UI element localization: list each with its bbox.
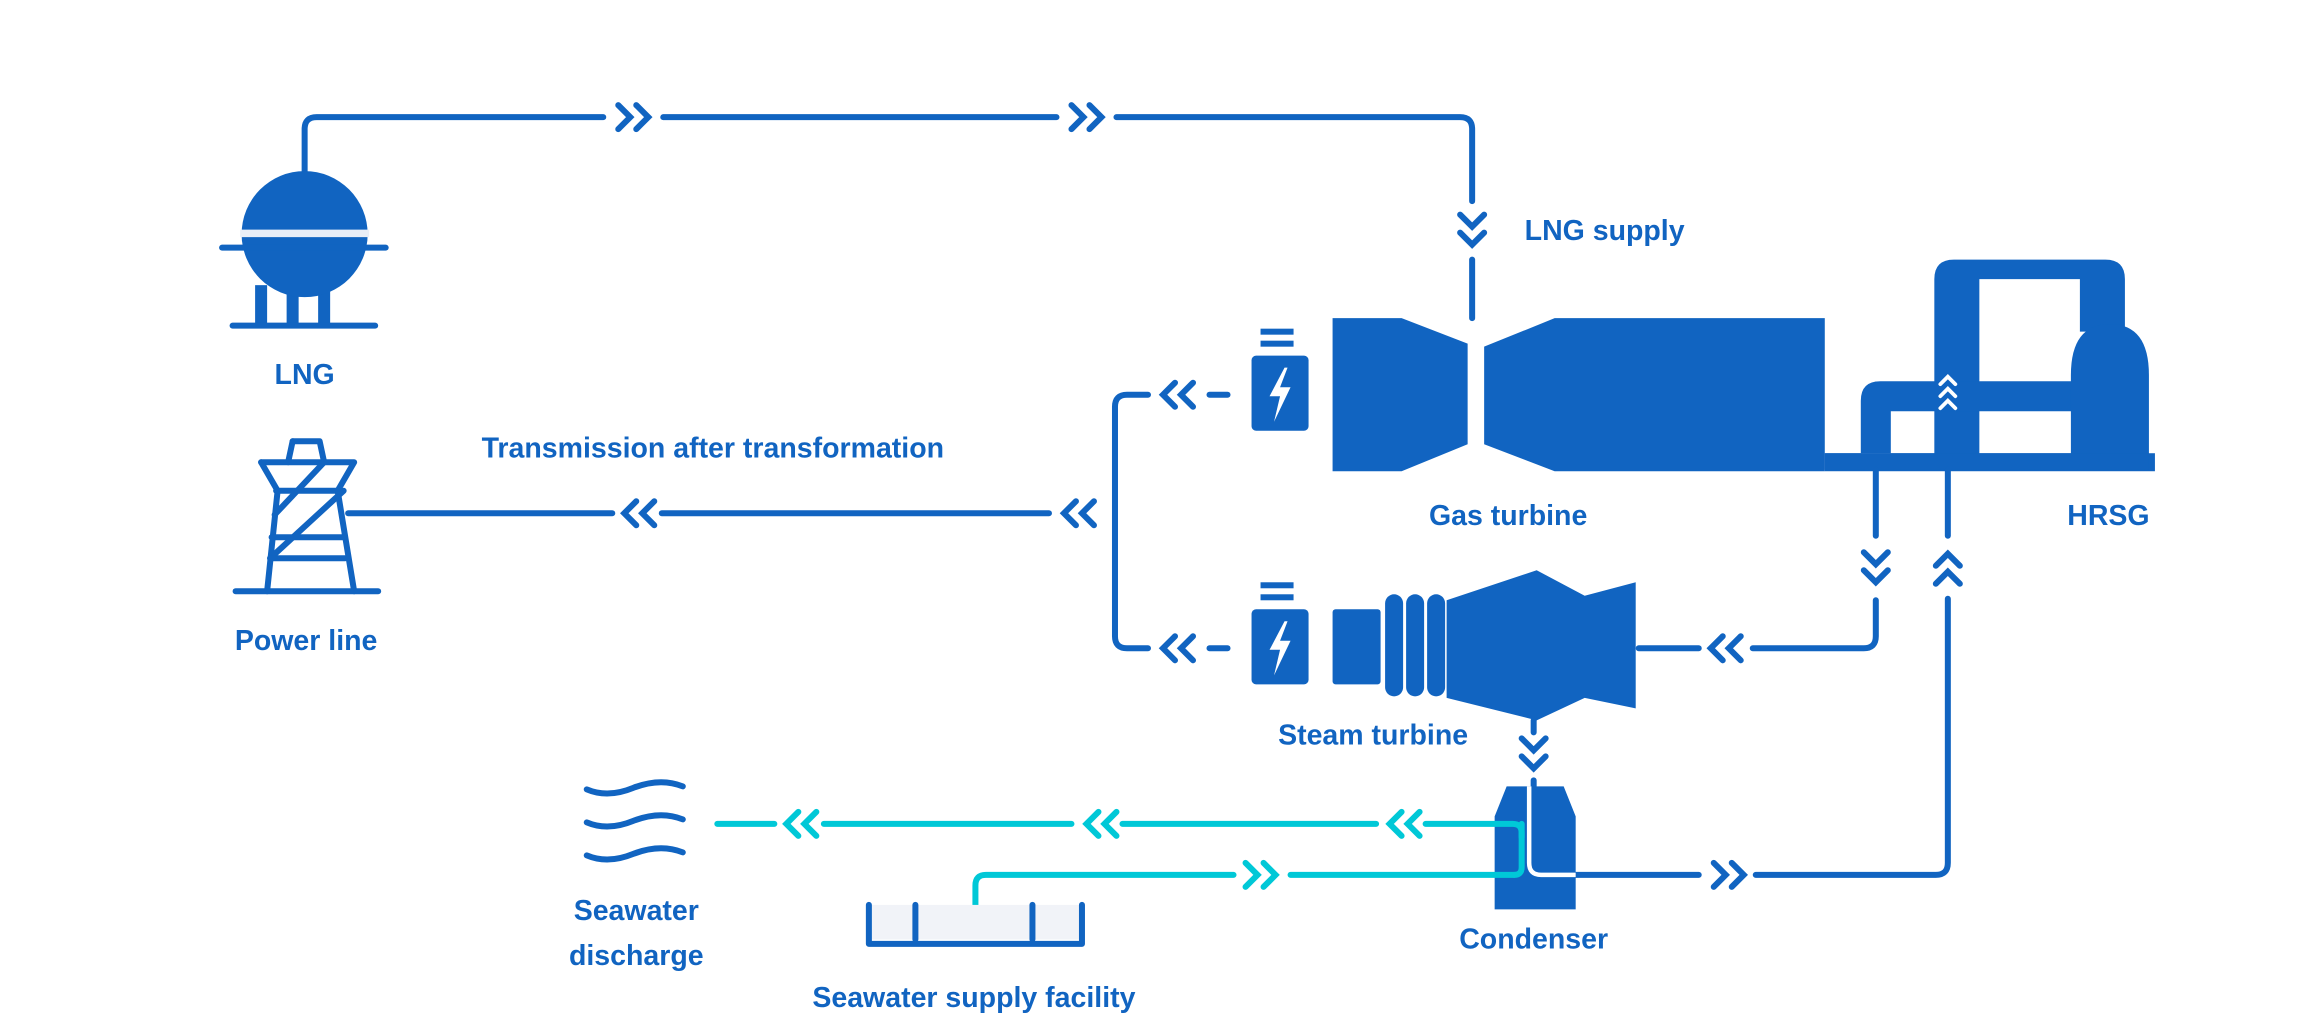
exhaust-pipe	[1518, 717, 1549, 796]
seawater-discharge-pipe	[714, 808, 1525, 841]
lng-supply-pipe	[301, 102, 1488, 322]
hrsg-icon	[1824, 259, 2149, 470]
steam-pipe	[1635, 466, 1891, 664]
steam-turbine-label: Steam turbine	[1278, 719, 1468, 751]
seawater-basin-icon	[865, 901, 1085, 947]
seawater-discharge-label-line2: discharge	[569, 940, 704, 972]
gas-turbine-generator	[1251, 328, 1309, 431]
steam-turbine-icon	[1332, 570, 1636, 721]
seawater-supply-label: Seawater supply facility	[812, 982, 1135, 1014]
steam-turbine-generator	[1251, 582, 1309, 685]
seawater-discharge-label-line1: Seawater	[574, 895, 699, 927]
condenser-label: Condenser	[1459, 923, 1608, 955]
condenser-icon	[1494, 786, 1576, 910]
transmission-label: Transmission after transformation	[482, 433, 944, 465]
seawater-supply-pipe	[972, 859, 1518, 922]
electricity-lines	[345, 379, 1231, 664]
waves-icon	[583, 779, 686, 863]
lng-label: LNG	[275, 359, 335, 391]
power-tower-icon	[232, 438, 382, 595]
lng-supply-label: LNG supply	[1525, 215, 1685, 247]
lng-tank-icon	[219, 171, 389, 329]
hrsg-label: HRSG	[2067, 500, 2149, 532]
feedwater-pipe	[1572, 466, 1963, 890]
gas-turbine-label: Gas turbine	[1429, 500, 1587, 532]
power-line-label: Power line	[235, 625, 378, 657]
